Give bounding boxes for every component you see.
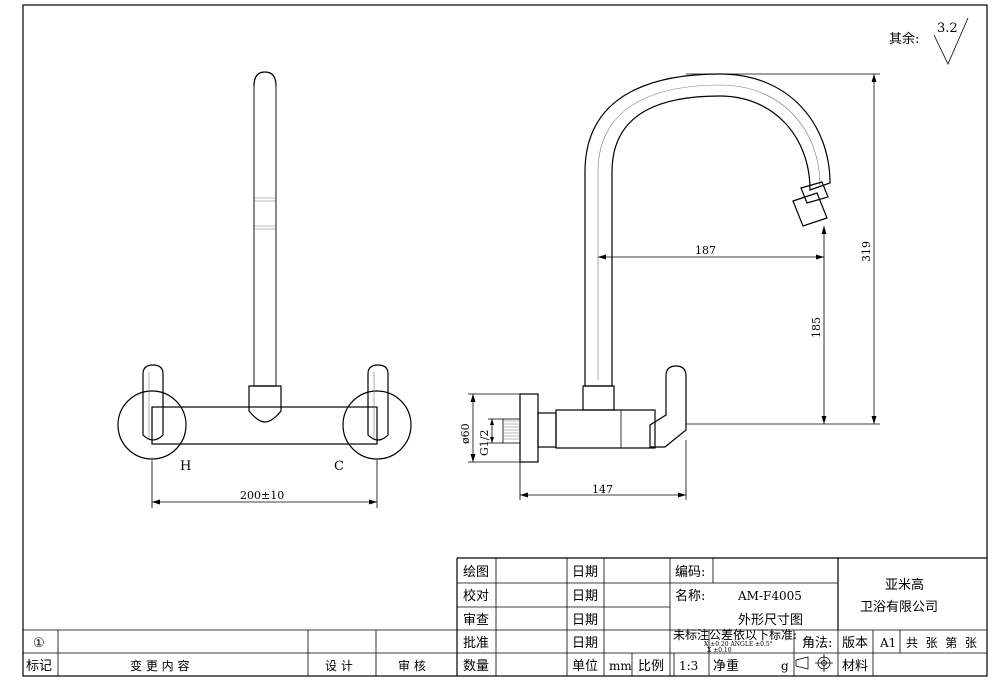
tb-name-label: 名称: (675, 588, 705, 604)
dim-reach: 187 (695, 244, 716, 257)
tb-checked: 校对 (463, 588, 489, 604)
roughness-value: 3.2 (937, 21, 958, 36)
tb-unit-value: mm (609, 659, 632, 673)
roughness-label: 其余: (889, 31, 919, 47)
sheet-border (22, 4, 988, 677)
cold-label: C (334, 459, 344, 474)
tb-company-2: 卫浴有限公司 (860, 600, 938, 615)
side-view: ø60 G1/2 147 187 185 319 (459, 73, 880, 500)
dim-flange: ø60 (459, 423, 472, 444)
tb-sheets: 共 张 第 张 (906, 636, 977, 650)
tb-date-1: 日期 (572, 565, 598, 580)
dim-total-height: 319 (860, 241, 873, 262)
tb-projection: 角法: (802, 636, 832, 651)
tb-drawn: 绘图 (463, 565, 489, 580)
rev-content: 变 更 内 容 (130, 658, 189, 673)
tb-code-label: 编码: (675, 565, 705, 580)
tb-reviewed: 审查 (463, 613, 489, 628)
tb-quantity: 数量 (463, 659, 489, 674)
tb-weight-unit: g (781, 659, 789, 673)
projection-symbol (795, 654, 833, 672)
tb-tol-xx: X ±0.10 (707, 647, 732, 654)
tb-date-2: 日期 (572, 589, 598, 604)
rev-label: 标记 (26, 659, 52, 674)
tb-net-weight: 净重 (713, 658, 739, 674)
dim-width: 200±10 (240, 489, 284, 502)
roughness-symbol (933, 17, 969, 65)
tb-version-value: A1 (879, 636, 896, 650)
front-view: H C 200±10 (117, 71, 412, 508)
tb-scale-label: 比例 (638, 659, 664, 674)
tb-drawing-name: 外形尺寸图 (738, 613, 803, 628)
tb-approved: 批准 (463, 636, 489, 651)
rev-design: 设 计 (325, 659, 353, 673)
dim-outlet-height: 185 (810, 317, 823, 338)
hot-label: H (180, 459, 191, 474)
tb-tolerance-note: 未标注公差依以下标准: (673, 627, 797, 642)
tb-date-3: 日期 (572, 613, 598, 628)
tb-model: AM-F4005 (737, 589, 802, 603)
dim-depth: 147 (592, 483, 613, 496)
tb-material: 材料 (842, 659, 868, 674)
tb-company-1: 亚米高 (885, 577, 924, 593)
tb-date-4: 日期 (572, 636, 598, 651)
dim-thread: G1/2 (478, 430, 491, 457)
rev-mark: ① (33, 636, 45, 651)
tb-version-label: 版本 (842, 636, 868, 651)
tb-scale-value: 1:3 (679, 659, 698, 673)
tb-unit-label: 单位 (572, 659, 598, 674)
rev-audit: 审 核 (398, 658, 426, 673)
title-block: 绘图 校对 审查 批准 数量 日期 日期 日期 日期 单位 mm 比例 1:3 … (23, 557, 987, 676)
tb-tol-x: X ±0.20 ANGLE ±0.5° (704, 641, 773, 648)
